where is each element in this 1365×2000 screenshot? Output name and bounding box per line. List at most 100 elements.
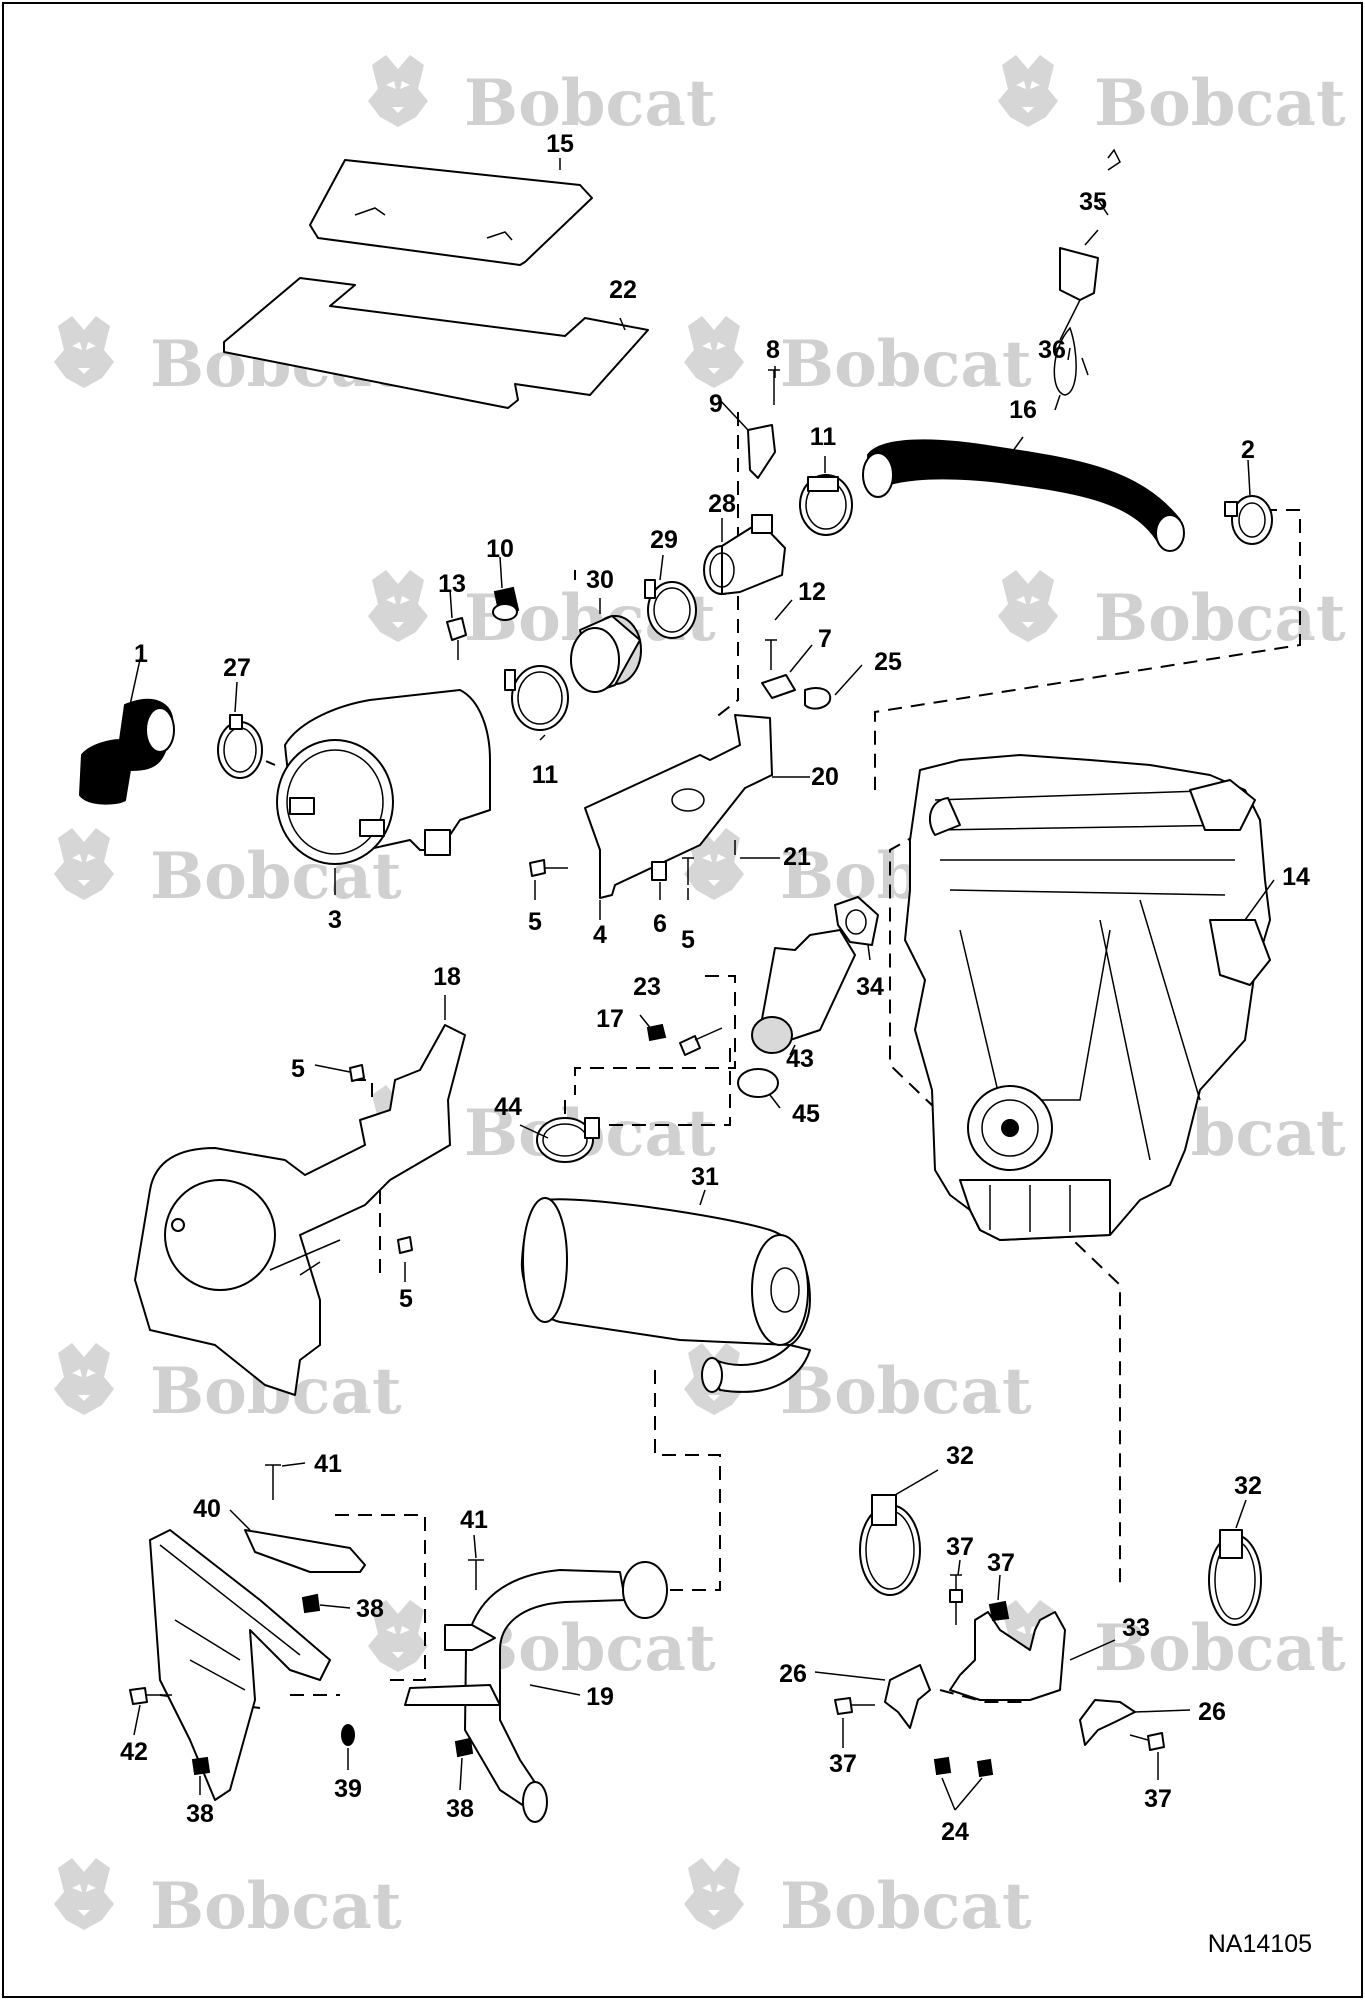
callout-12: 12 [798,578,826,606]
callout-30: 30 [586,566,614,594]
callout-43: 43 [786,1045,814,1073]
part-32-band-clamp-right [1208,1529,1262,1626]
callout-labels: 15 22 35 36 8 9 11 16 2 28 29 10 13 30 1… [120,130,1310,1846]
svg-text:®: ® [986,1400,998,1417]
callout-11: 11 [532,761,559,789]
callout-27: 27 [223,654,251,682]
svg-text:®: ® [670,112,682,129]
callout-17: 17 [596,1005,624,1033]
bobcat-watermark: Bobcat® [368,1600,716,1686]
callout-15: 15 [546,130,574,158]
callout-32: 32 [946,1442,974,1470]
part-7-clip [761,674,796,699]
svg-text:®: ® [1300,1657,1312,1674]
part-6-spacer [651,861,667,881]
part-11-hose-clamp-lower [504,665,569,731]
part-33-muffler-bracket [949,1611,1066,1701]
callout-39: 39 [334,1775,362,1803]
svg-text:®: ® [1300,627,1312,644]
part-8-screw [768,369,780,405]
watermark-text: Bobcat [464,66,716,141]
part-18-heat-shield [134,1024,466,1396]
bobcat-watermark: Bobcat® [998,570,1346,656]
part-24-nut-right [976,1758,994,1778]
callout-38: 38 [186,1800,214,1828]
part-45-gasket-ring [737,1068,779,1098]
part-38-nut-upper [301,1593,321,1614]
part-16-air-hose [862,439,1185,552]
callout-13: 13 [438,570,466,598]
callout-32: 32 [1234,1472,1262,1500]
callout-23: 23 [633,973,661,1001]
part-23-stud [679,1027,723,1056]
part-34-gasket [834,896,879,946]
callout-11: 11 [810,423,837,451]
callout-35: 35 [1079,188,1107,216]
callout-21: 21 [783,843,811,871]
callout-9: 9 [709,390,723,418]
callout-40: 40 [193,1495,221,1523]
svg-text:®: ® [356,885,368,902]
callout-25: 25 [874,648,902,676]
callout-6: 6 [653,910,667,938]
callout-7: 7 [818,625,832,653]
callout-5: 5 [681,926,695,954]
callout-37: 37 [987,1549,1015,1577]
part-15-cover-plate [309,159,593,266]
part-39-washer [341,1724,355,1746]
part-37-nut-upper-right [988,1600,1010,1622]
part-37-bolt-upper-left [949,1574,963,1625]
part-35-bracket [1059,148,1121,341]
part-32-band-clamp-left [859,1494,921,1596]
part-44-band-clamp [536,1117,600,1163]
part-40-bracket [244,1529,366,1573]
part-19-tailpipe [404,1561,668,1823]
part-25-clamp [804,687,832,710]
callout-37: 37 [946,1533,974,1561]
svg-text:®: ® [356,1915,368,1932]
part-29-hose-clamp [644,579,697,639]
callout-37: 37 [829,1750,857,1778]
part-5-bolt-c [349,1064,365,1082]
svg-text:®: ® [986,1915,998,1932]
callout-38: 38 [356,1595,384,1623]
callout-31: 31 [691,1163,719,1191]
callout-28: 28 [708,490,736,518]
part-13-fitting [446,617,467,660]
part-11-hose-clamp-upper [799,474,853,536]
part-3-air-cleaner [276,689,491,865]
part-43-exhaust-elbow [751,929,856,1054]
callout-33: 33 [1122,1614,1150,1642]
callout-16: 16 [1009,396,1037,424]
callout-19: 19 [586,1683,614,1711]
part-37-bolt-lower-right [1129,1732,1165,1751]
callout-2: 2 [1241,436,1255,464]
watermark-text: Bobcat [1094,581,1346,656]
part-28-sensor-housing [703,514,786,595]
svg-text:®: ® [1300,112,1312,129]
callout-leaders [129,158,1275,1811]
part-38-nut-right [454,1737,474,1758]
callout-34: 34 [856,973,884,1001]
part-37-bolt-lower-left [834,1697,875,1715]
part-31-muffler [520,1197,811,1393]
callout-29: 29 [650,526,678,554]
part-1-intake-elbow [78,698,175,805]
svg-text:®: ® [356,1400,368,1417]
part-30-hose-coupler [570,615,642,693]
bobcat-watermark: Bobcat® [54,1858,402,1944]
part-27-hose-clamp [217,714,263,779]
part-5-bolt-d [397,1236,413,1254]
drawing-number: NA14105 [1208,1930,1312,1958]
callout-42: 42 [120,1738,148,1766]
part-10-plug [492,586,520,621]
callout-5: 5 [528,908,542,936]
callout-8: 8 [766,336,780,364]
svg-text:®: ® [1300,1142,1312,1159]
callout-41: 41 [314,1450,342,1478]
callout-4: 4 [593,921,607,949]
callout-38: 38 [446,1795,474,1823]
callout-36: 36 [1038,336,1066,364]
